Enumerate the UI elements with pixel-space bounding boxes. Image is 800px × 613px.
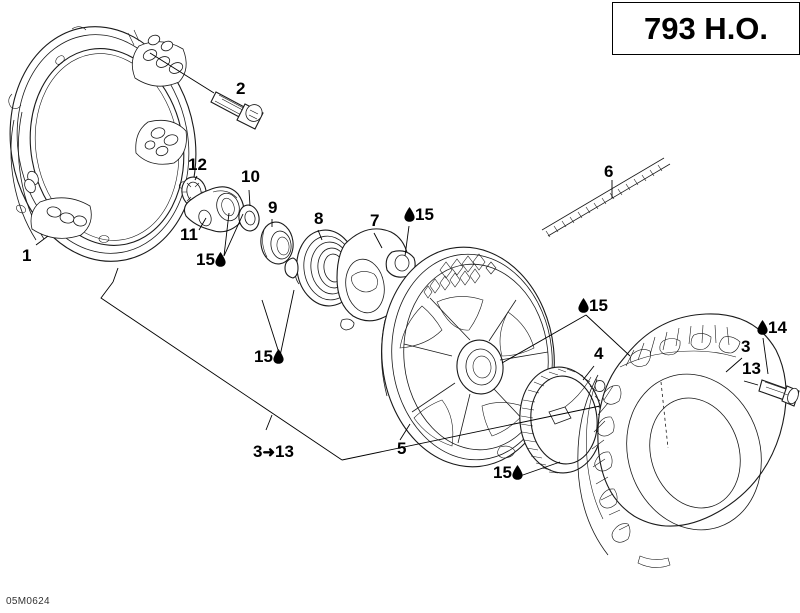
part-2-cap-screw [149,52,264,130]
part-5-rope-pulley-sheave [381,246,555,468]
callout-part-10: 10 [241,167,260,186]
lube-label: 14 [768,318,787,337]
lube-callout-bolt: 14 [757,319,787,338]
housing-boss-bottom [30,197,92,239]
part-9-bushing-collar [260,221,294,265]
callout-part-9: 9 [268,198,278,217]
callout-part-6: 6 [604,162,614,181]
lube-callout-lower: 15 [493,464,523,483]
lube-label: 15 [254,347,273,366]
lube-label: 15 [589,296,608,315]
lube-callout-center: 15 [404,206,434,225]
callout-part-13: 13 [742,359,761,378]
callout-part-1: 1 [22,246,32,265]
lube-label: 15 [196,250,215,269]
callout-part-12: 12 [188,155,207,174]
lube-label: 15 [415,205,434,224]
lube-callout-right-upper: 15 [578,297,608,316]
model-title-box: 793 H.O. [612,2,800,55]
callout-part-3: 3 [741,337,751,356]
callout-part-4: 4 [594,344,604,363]
callout-part-5: 5 [397,439,407,458]
grease-drop-icon [404,207,415,225]
lube-callout-left-lower: 15 [254,348,284,367]
part-4-rewind-spring [519,366,606,474]
leader-lines [35,175,769,477]
range-start-label: 3 [253,442,263,461]
grease-drop-icon [273,349,284,367]
grease-drop-icon [757,320,768,338]
part-10-washer [238,204,260,232]
part-1-starter-housing-ring [8,26,197,262]
housing-boss-right [135,119,187,165]
callout-part-7: 7 [370,211,380,230]
callout-part-8: 8 [314,209,324,228]
grease-drop-icon [215,252,226,270]
pulley-molded-text [423,253,497,299]
sheet-code: 05M0624 [6,596,50,607]
lube-callout-left-upper: 15 [196,251,226,270]
callout-part-2: 2 [236,79,246,98]
range-callout-3-to-13: 3➜13 [253,443,294,460]
grease-drop-icon [578,298,589,316]
part-13-flange-bolt [743,379,800,407]
housing-boss-top [127,29,187,87]
range-arrow-icon: ➜ [262,444,276,461]
part-11-starter-pawl [183,186,245,233]
part-6-starter-rope [541,157,671,238]
callout-part-11: 11 [180,225,198,244]
model-title: 793 H.O. [643,10,769,46]
lube-label: 15 [493,463,512,482]
part-3-starter-cover-housing [577,313,787,568]
range-end-label: 13 [275,442,294,461]
grease-drop-icon [512,465,523,483]
